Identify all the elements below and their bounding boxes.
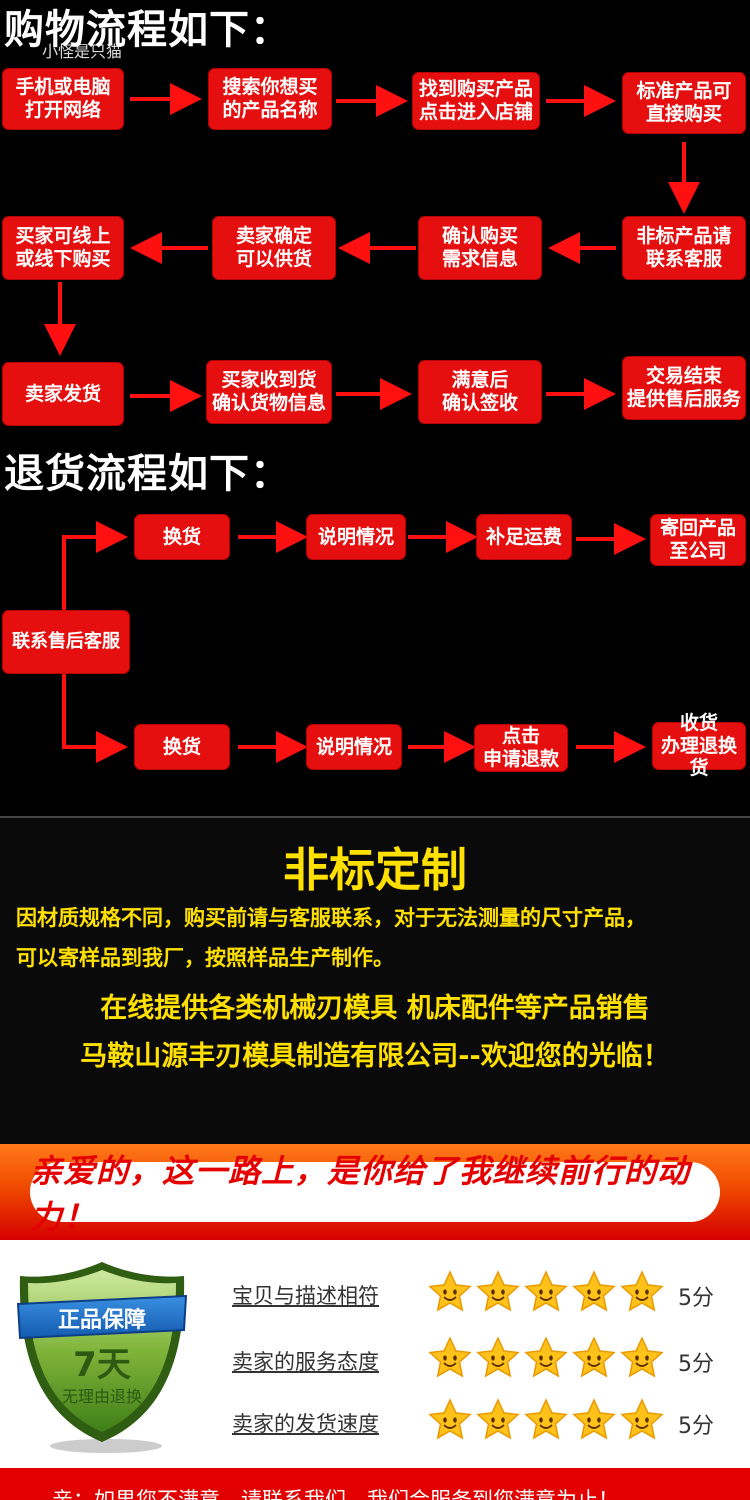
custom-line-2: 可以寄样品到我厂，按照样品生产制作。: [16, 946, 394, 970]
return-bottom-3: 点击 申请退款: [474, 724, 568, 772]
smiley-star-icon: [620, 1398, 664, 1440]
returns-start: 联系售后客服: [2, 610, 130, 674]
shop-step-4: 标准产品可 直接购买: [622, 72, 746, 134]
rating-score: 5分: [678, 1286, 714, 1311]
custom-section: 非标定制 因材质规格不同，购买前请与客服联系，对于无法测量的尺寸产品， 可以寄样…: [0, 816, 750, 1144]
shop-step-9: 卖家发货: [2, 362, 124, 426]
smiley-star-icon: [572, 1336, 616, 1378]
shop-step-1: 手机或电脑 打开网络: [2, 68, 124, 130]
shop-step-8: 买家可线上 或线下购买: [2, 216, 124, 280]
smiley-star-icon: [476, 1270, 520, 1312]
rating-row-service: 卖家的服务态度 5分: [232, 1336, 732, 1386]
returns-heading: 退货流程如下：: [4, 451, 291, 497]
custom-line-3: 在线提供各类机械刃模具 机床配件等产品销售: [100, 993, 650, 1024]
smiley-star-icon: [524, 1336, 568, 1378]
return-bottom-2: 说明情况: [306, 724, 402, 770]
shop-step-6: 确认购买 需求信息: [418, 216, 542, 280]
flow-arrows: [44, 83, 700, 763]
shop-step-11: 满意后 确认签收: [418, 360, 542, 424]
smiley-star-icon: [428, 1398, 472, 1440]
shop-step-12: 交易结束 提供售后服务: [622, 356, 746, 420]
shop-step-7: 卖家确定 可以供货: [212, 216, 336, 280]
guarantee-badge: 正品保障 7天 无理由退换: [14, 1256, 190, 1460]
footer-bar: 亲：如果您不满意，请联系我们，我们会服务到您满意为止！: [0, 1468, 750, 1500]
return-bottom-4: 收货 办理退换货: [652, 712, 746, 779]
branch-down: [62, 674, 128, 763]
flow-section: 购物流程如下： 小怪是只猫 手机或电脑 打开网络 搜索你想买 的产品名称 找到购…: [2, 7, 746, 780]
rating-label: 卖家的服务态度: [232, 1350, 379, 1374]
smiley-star-icon: [428, 1336, 472, 1378]
custom-title: 非标定制: [283, 843, 467, 897]
shield-icon: 正品保障 7天 无理由退换: [16, 1262, 188, 1453]
badge-days: 7天: [73, 1345, 131, 1385]
return-top-4: 寄回产品 至公司: [650, 514, 746, 566]
rating-section: 亲爱的，这一路上，是你给了我继续前行的动力！ 正品保障 7天 无理由退换: [0, 1144, 750, 1500]
rating-label: 宝贝与描述相符: [232, 1284, 379, 1308]
smiley-star-icon: [476, 1336, 520, 1378]
rating-score: 5分: [678, 1352, 714, 1377]
shopping-heading: 购物流程如下：: [4, 7, 291, 53]
return-bottom-1: 换货: [134, 724, 230, 770]
shop-step-3: 找到购买产品 点击进入店铺: [412, 72, 540, 130]
rating-row-shipping: 卖家的发货速度 5分: [232, 1398, 732, 1448]
watermark-text: 小怪是只猫: [42, 42, 123, 61]
motivation-banner: 亲爱的，这一路上，是你给了我继续前行的动力！: [0, 1144, 750, 1240]
badge-sub: 无理由退换: [62, 1387, 142, 1406]
rating-score: 5分: [678, 1414, 714, 1439]
custom-line-1: 因材质规格不同，购买前请与客服联系，对于无法测量的尺寸产品，: [16, 906, 646, 930]
badge-title: 正品保障: [58, 1307, 146, 1333]
return-top-2: 说明情况: [306, 514, 406, 560]
shop-step-2: 搜索你想买 的产品名称: [208, 68, 332, 130]
footer-text: 亲：如果您不满意，请联系我们，我们会服务到您满意为止！: [52, 1488, 619, 1500]
return-top-3: 补足运费: [476, 514, 572, 560]
rating-label: 卖家的发货速度: [232, 1412, 379, 1436]
shop-step-10: 买家收到货 确认货物信息: [206, 360, 332, 424]
banner-text: 亲爱的，这一路上，是你给了我继续前行的动力！: [30, 1152, 720, 1236]
smiley-star-icon: [476, 1398, 520, 1440]
custom-line-4: 马鞍山源丰刃模具制造有限公司--欢迎您的光临！: [80, 1041, 670, 1072]
smiley-star-icon: [620, 1270, 664, 1312]
rating-row-description: 宝贝与描述相符 5分: [232, 1270, 732, 1320]
smiley-star-icon: [524, 1398, 568, 1440]
shop-step-5: 非标产品请 联系客服: [622, 216, 746, 280]
branch-up: [62, 521, 128, 610]
smiley-star-icon: [620, 1336, 664, 1378]
smiley-star-icon: [572, 1398, 616, 1440]
smiley-star-icon: [572, 1270, 616, 1312]
smiley-star-icon: [428, 1270, 472, 1312]
return-top-1: 换货: [134, 514, 230, 560]
smiley-star-icon: [524, 1270, 568, 1312]
